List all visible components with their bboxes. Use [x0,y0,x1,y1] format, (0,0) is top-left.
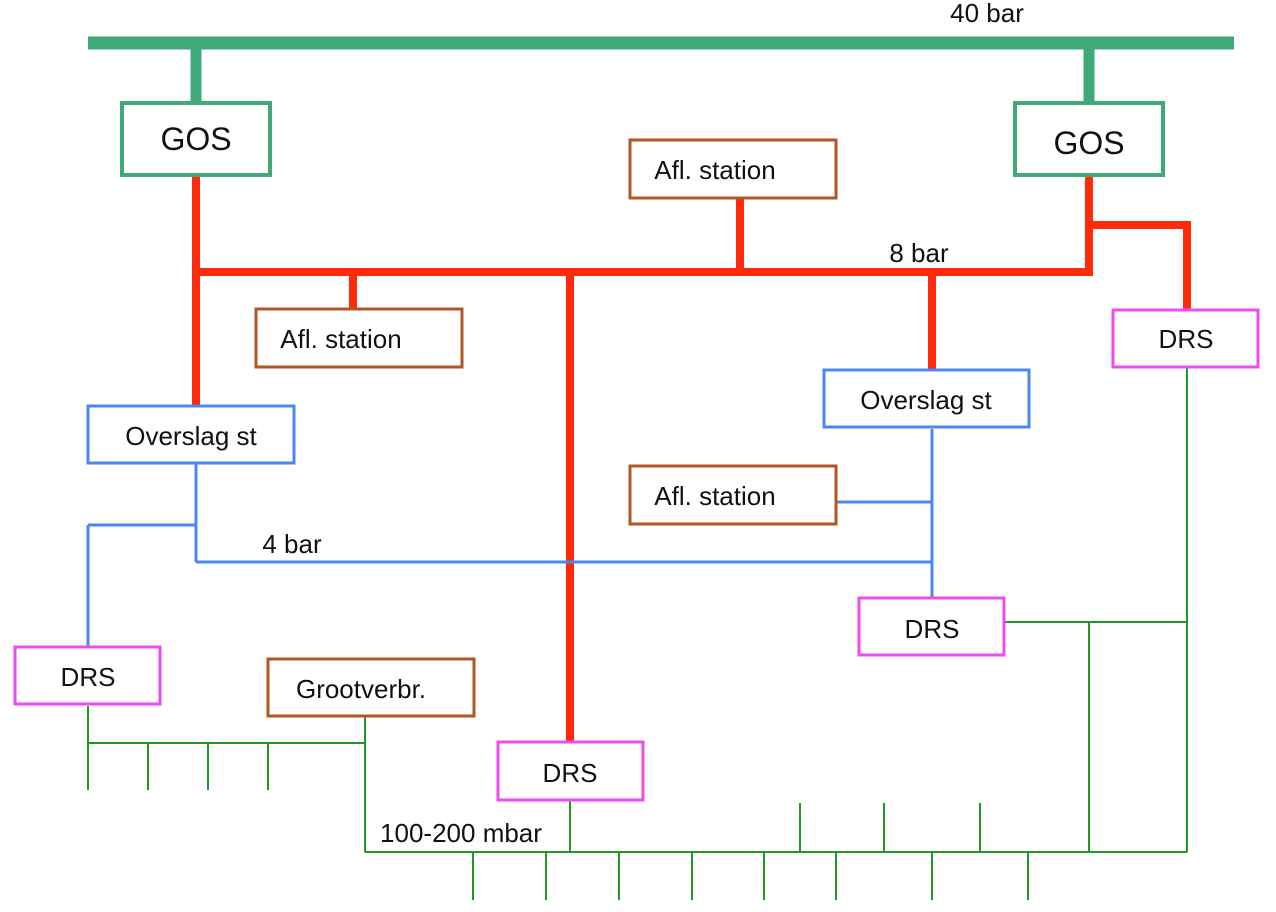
gos-left-label: GOS [160,121,231,157]
label-40bar: 40 bar [950,0,1024,28]
grootverbr-label: Grootverbr. [296,674,426,704]
afl-station-mid-label: Afl. station [654,481,775,511]
line-4bar [86,429,934,646]
line-8bar [192,175,1191,742]
drs-mid-label: DRS [905,614,960,644]
afl-station-mid-box: Afl. station [628,464,838,526]
label-8bar: 8 bar [889,238,949,268]
overslag-right-box: Overslag st [822,368,1031,429]
afl-station-top-box: Afl. station [628,138,838,200]
overslag-right-label: Overslag st [860,385,992,415]
drs-mid-box: DRS [857,596,1006,657]
drs-center-box: DRS [496,740,645,802]
gos-left-box: GOS [120,101,272,177]
gos-right-label: GOS [1053,125,1124,161]
drs-center-label: DRS [543,758,598,788]
drs-left-box: DRS [13,645,162,706]
label-4bar: 4 bar [262,529,322,559]
drs-right-label: DRS [1159,324,1214,354]
label-100-200mbar: 100-200 mbar [380,818,542,848]
line-40bar [88,36,1234,103]
drs-right-box: DRS [1111,308,1260,369]
gos-right-box: GOS [1013,101,1165,177]
grootverbr-box: Grootverbr. [266,657,476,718]
overslag-left-label: Overslag st [125,421,257,451]
drs-left-label: DRS [61,662,116,692]
afl-station-left-box: Afl. station [254,307,464,369]
line-low-pressure [87,368,1188,900]
afl-station-top-label: Afl. station [654,155,775,185]
overslag-left-box: Overslag st [86,404,296,465]
afl-station-left-label: Afl. station [280,324,401,354]
